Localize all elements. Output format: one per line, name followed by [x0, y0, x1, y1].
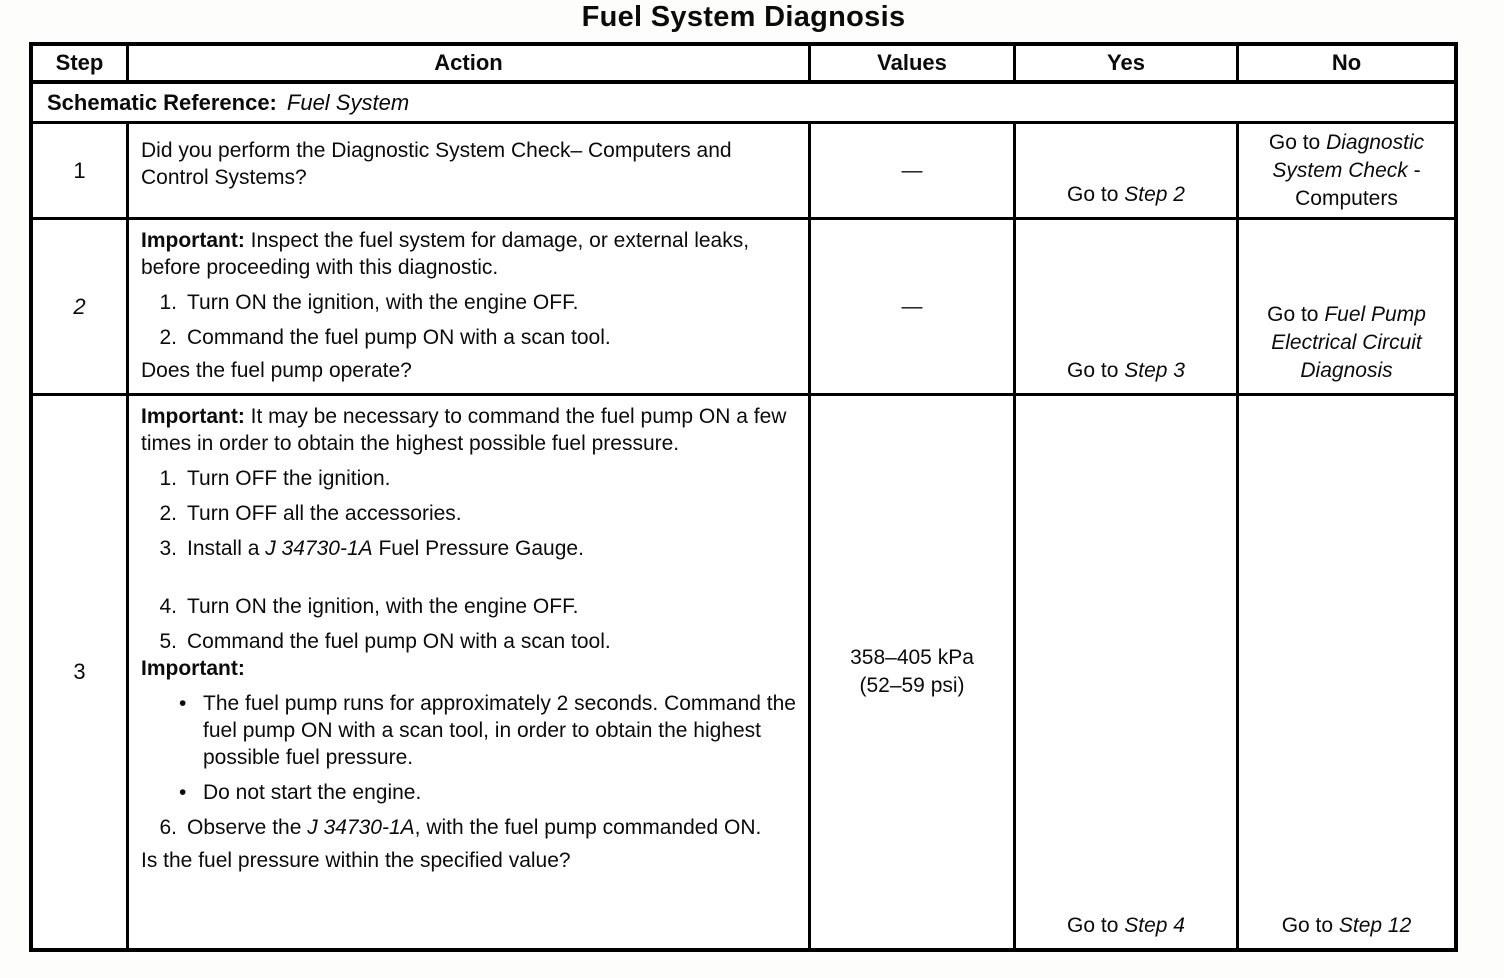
row-3-bullet-item: The fuel pump runs for approximately 2 s…: [141, 690, 800, 771]
column-header-values: Values: [811, 46, 1016, 84]
column-header-action: Action: [129, 46, 811, 84]
values-line: (52–59 psi): [859, 674, 965, 697]
schematic-reference-row: Schematic Reference: Fuel System: [33, 84, 1454, 124]
column-header-yes: Yes: [1016, 46, 1239, 84]
row-2-values-cell: —: [811, 220, 1016, 396]
row-3-yes-cell: Go to Step 4: [1016, 396, 1239, 948]
values-line: —: [901, 158, 923, 182]
row-2-important: Important: Inspect the fuel system for d…: [141, 229, 750, 279]
goto-text: Go to Step 12: [1281, 914, 1412, 937]
schematic-reference-value: Fuel System: [286, 89, 410, 115]
goto-text: Go to Step 3: [1067, 359, 1185, 382]
column-header-no: No: [1239, 46, 1454, 84]
row-1-no-cell: Go to Diagnostic System Check - Computer…: [1239, 124, 1454, 220]
goto-text: Go to Diagnostic System Check - Computer…: [1268, 130, 1425, 210]
row-3-step-item: 1. Turn OFF the ignition.: [159, 467, 391, 490]
values-line: 358–405 kPa: [850, 646, 974, 669]
row-3-action-cell: Important: It may be necessary to comman…: [129, 396, 811, 948]
row-3-no-cell: Go to Step 12: [1239, 396, 1454, 948]
row-3-question: Is the fuel pressure within the specifie…: [141, 849, 571, 872]
row-2-step-item: 1. Turn ON the ignition, with the engine…: [159, 291, 579, 314]
row-1-question: Did you perform the Diagnostic System Ch…: [141, 139, 732, 189]
bullet-marker: [179, 690, 191, 771]
row-1-step-cell: 1: [33, 124, 129, 220]
goto-text: Go to Fuel Pump Electrical Circuit Diagn…: [1267, 303, 1426, 382]
row-2-action-cell: Important: Inspect the fuel system for d…: [129, 220, 811, 396]
row-3-step-item: 6. Observe the J 34730-1A, with the fuel…: [159, 816, 762, 839]
row-2-question: Does the fuel pump operate?: [141, 359, 412, 382]
bullet-marker: [179, 779, 191, 806]
row-2-yes-cell: Go to Step 3: [1016, 220, 1239, 396]
row-3-step-cell: 3: [33, 396, 129, 948]
column-header-step: Step: [33, 46, 129, 84]
page-title: Fuel System Diagnosis: [581, 1, 906, 33]
row-1-action-cell: Did you perform the Diagnostic System Ch…: [129, 124, 811, 220]
row-2-step-item: 2. Command the fuel pump ON with a scan …: [159, 326, 611, 349]
row-3-bullet-item: Do not start the engine.: [141, 779, 800, 806]
row-3-step-item: 5. Command the fuel pump ON with a scan …: [159, 630, 611, 653]
row-3-values-cell: 358–405 kPa (52–59 psi): [811, 396, 1016, 948]
goto-text: Go to Step 2: [1067, 183, 1185, 206]
row-1-yes-cell: Go to Step 2: [1016, 124, 1239, 220]
row-3-important: Important: It may be necessary to comman…: [141, 405, 787, 455]
row-3-important-2: Important:: [141, 657, 245, 680]
row-1-values-cell: —: [811, 124, 1016, 220]
row-3-step-item: 4. Turn ON the ignition, with the engine…: [159, 595, 579, 618]
schematic-reference-label: Schematic Reference:: [47, 89, 277, 115]
fuel-system-diagnosis-table: Step Action Values Yes No Schematic Refe…: [29, 42, 1458, 952]
values-line: —: [901, 294, 923, 318]
row-2-step-cell: 2: [33, 220, 129, 396]
row-2-no-cell: Go to Fuel Pump Electrical Circuit Diagn…: [1239, 220, 1454, 396]
goto-text: Go to Step 4: [1067, 914, 1185, 937]
row-3-step-item: 2. Turn OFF all the accessories.: [159, 502, 462, 525]
row-3-step-item: 3. Install a J 34730-1A Fuel Pressure Ga…: [159, 537, 584, 560]
